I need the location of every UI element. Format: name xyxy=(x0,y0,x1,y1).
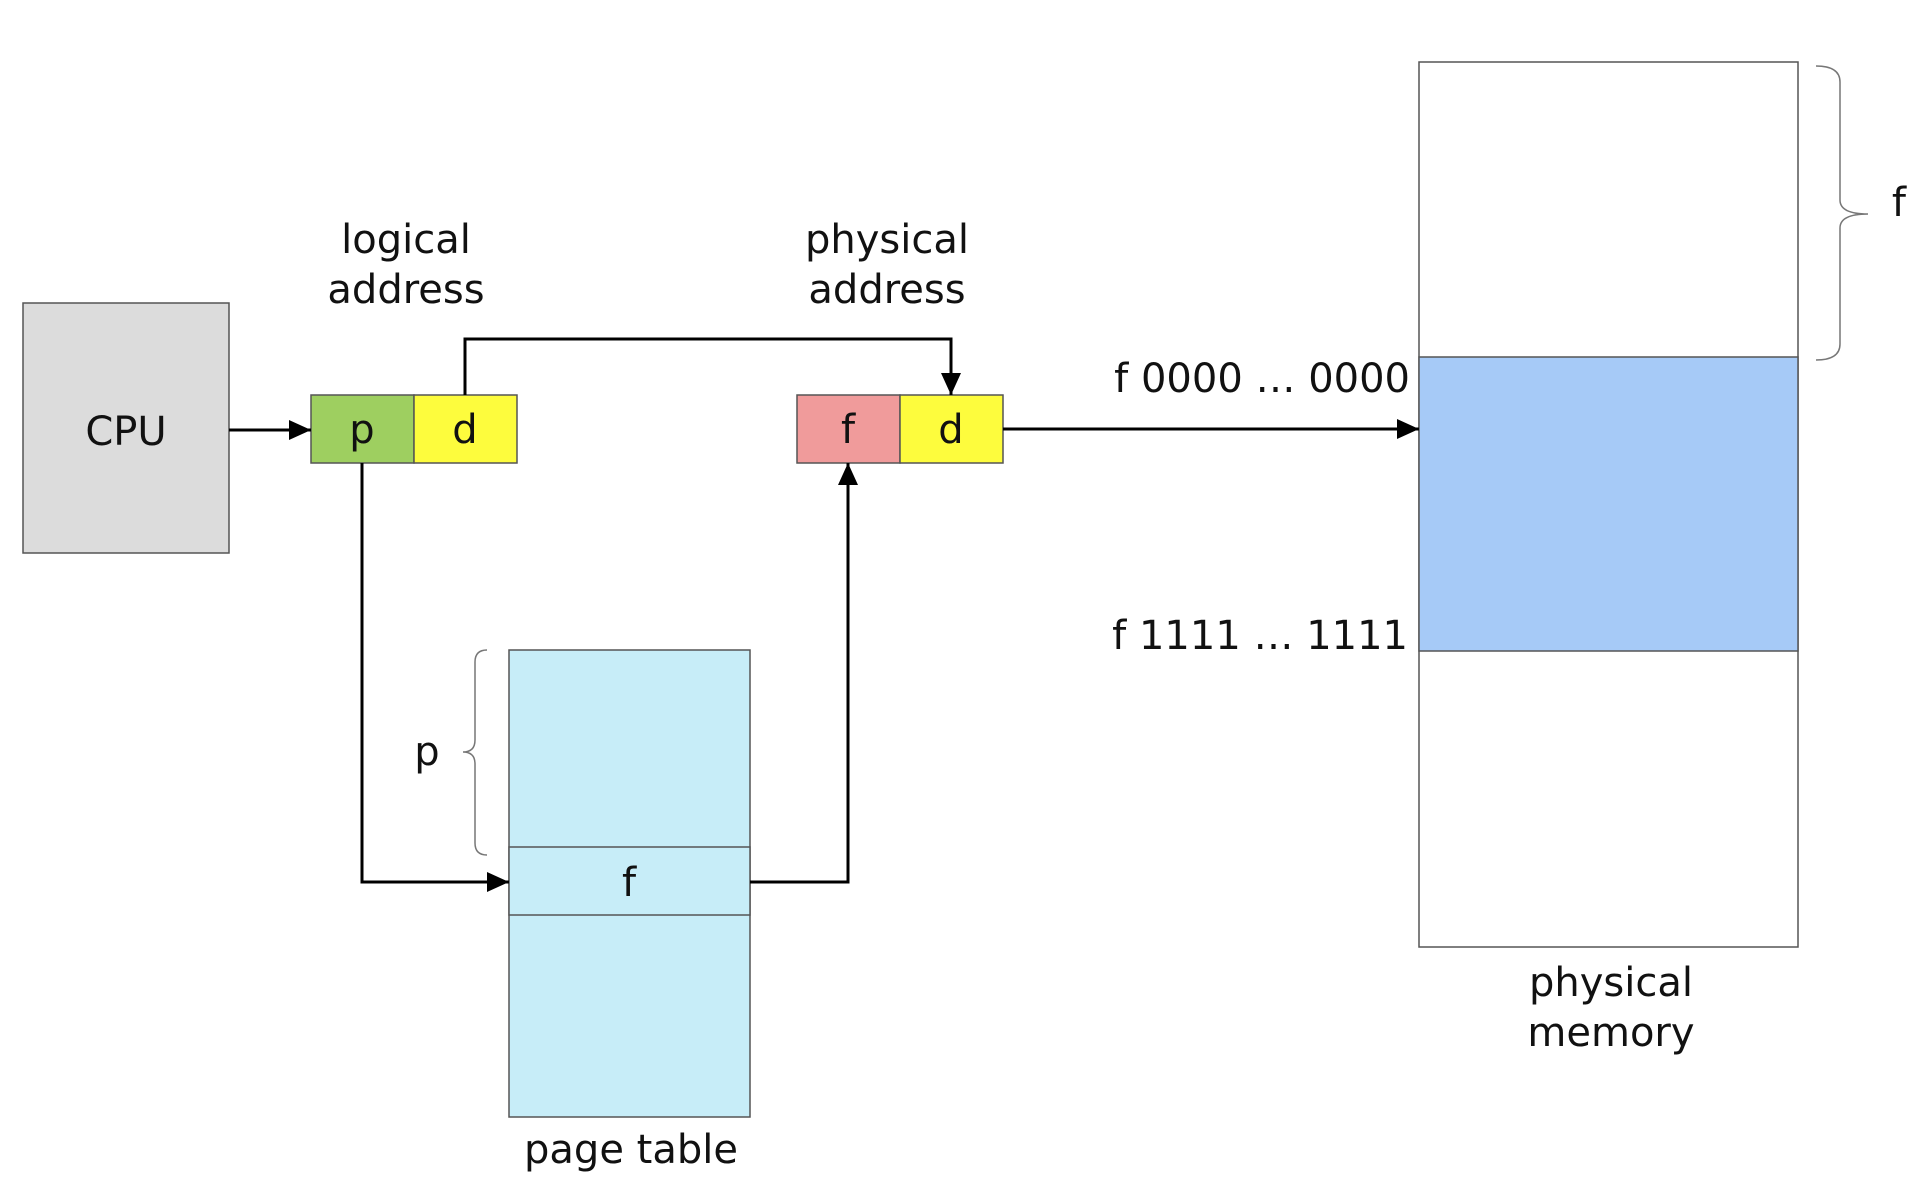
page-table-entry-label: f xyxy=(622,860,637,906)
cpu-label: CPU xyxy=(85,409,166,455)
logical-address-caption-line1: logical xyxy=(341,217,471,263)
physical-address-caption-line1: physical xyxy=(805,217,969,263)
frame-end-address-label: f 1111 … 1111 xyxy=(1112,613,1408,659)
page-table: f page table xyxy=(508,649,751,1173)
arrow-page-to-table xyxy=(360,463,509,892)
physical-offset-field-label: d xyxy=(938,407,963,453)
page-index-brace: p xyxy=(414,649,488,856)
physical-memory-caption-line2: memory xyxy=(1527,1010,1694,1056)
page-table-caption: page table xyxy=(524,1127,738,1173)
physical-memory: physical memory xyxy=(1418,61,1799,1056)
cpu-box: CPU xyxy=(22,302,230,554)
page-index-brace-label: p xyxy=(414,729,439,775)
physical-memory-caption-line1: physical xyxy=(1529,960,1693,1006)
logical-offset-field-label: d xyxy=(452,407,477,453)
page-index-brace-shape xyxy=(462,649,488,856)
logical-page-field xyxy=(310,394,415,464)
arrow-offset-copy xyxy=(463,337,961,395)
physical-frame-field-label: f xyxy=(841,407,856,453)
frame-start-address-label: f 0000 … 0000 xyxy=(1114,356,1410,402)
logical-page-field-label: p xyxy=(349,407,374,453)
physical-address: f d xyxy=(796,394,1004,464)
frames-brace-shape xyxy=(1815,65,1869,361)
logical-address-caption-line2: address xyxy=(327,267,484,313)
frames-brace: f xyxy=(1815,65,1907,361)
frames-brace-label: f xyxy=(1892,180,1907,226)
physical-memory-frame xyxy=(1418,356,1799,652)
arrow-table-to-frame xyxy=(750,463,858,884)
logical-address: p d xyxy=(310,394,518,464)
arrows xyxy=(229,337,1419,892)
cpu-rect xyxy=(22,302,230,554)
physical-offset-field xyxy=(899,394,1004,464)
page-table-entry xyxy=(508,846,751,916)
physical-address-caption-line2: address xyxy=(808,267,965,313)
